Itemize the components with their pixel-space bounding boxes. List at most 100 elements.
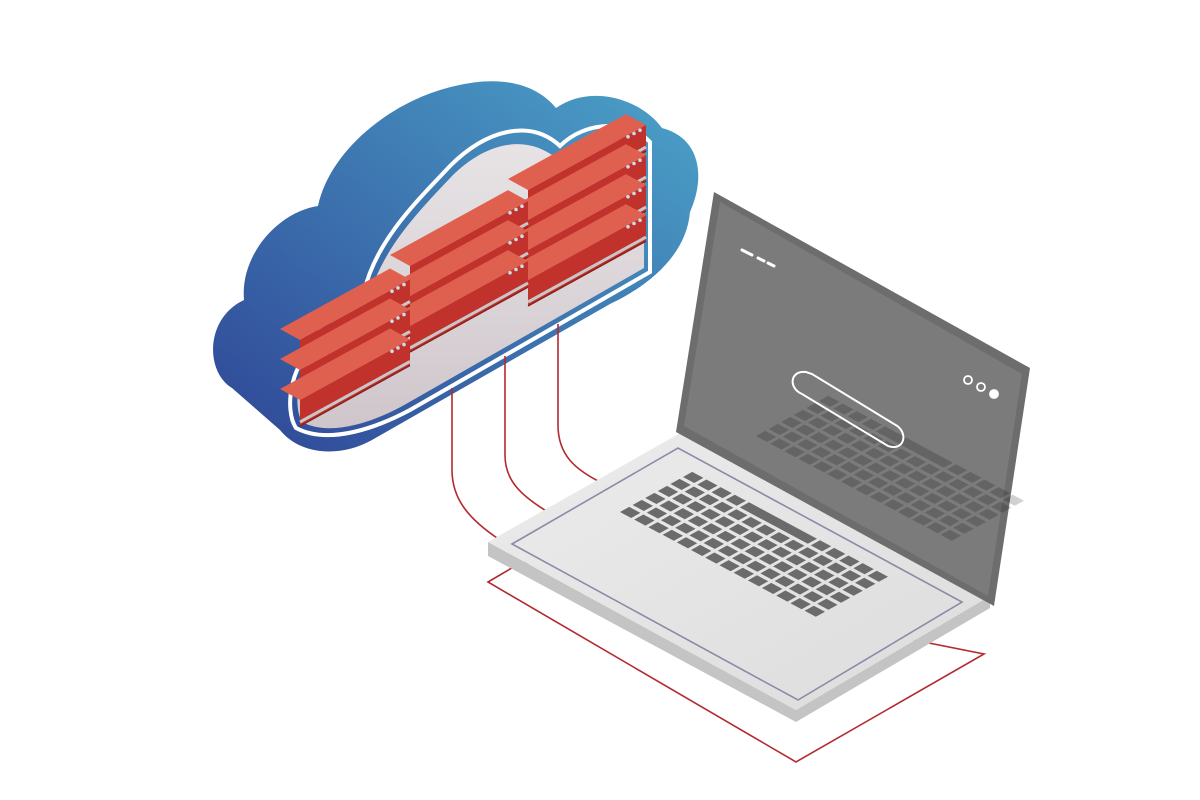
server-top — [280, 268, 410, 340]
server-top — [508, 144, 646, 220]
keyboard-key — [894, 477, 916, 489]
keyboard-key — [684, 486, 705, 498]
keyboard-key — [758, 553, 780, 565]
keyboard-key — [965, 515, 987, 527]
server-top — [508, 114, 646, 190]
keyboard-key — [849, 425, 870, 437]
keyboard-key — [819, 395, 840, 407]
keyboard-key — [646, 507, 668, 519]
keyboard-key — [784, 446, 805, 458]
trackpad-outline — [510, 447, 964, 701]
keyboard-key — [790, 598, 811, 610]
keyboard-key — [808, 417, 829, 429]
keyboard-key — [976, 494, 998, 506]
keyboard-key — [798, 547, 819, 559]
keyboard-key — [839, 555, 860, 567]
keyboard-key — [817, 598, 838, 610]
keyboard-key — [768, 423, 789, 435]
keyboard-key — [781, 416, 802, 428]
keyboard-key — [691, 544, 712, 556]
server-led-icon — [508, 241, 512, 245]
keyboard-key — [875, 426, 953, 468]
keyboard-key — [842, 584, 863, 596]
keyboard-key — [964, 501, 985, 513]
keyboard-key — [891, 448, 912, 460]
server-led-icon — [638, 158, 642, 162]
keyboard-key — [793, 409, 815, 421]
server-led-icon — [626, 195, 630, 199]
server-led-icon — [514, 267, 518, 272]
keyboard-key — [700, 508, 721, 520]
server-led-icon — [402, 282, 406, 287]
keyboard-key — [869, 491, 890, 503]
server-led-icon — [396, 316, 400, 320]
server-unit — [390, 250, 529, 353]
keyboard-key — [657, 485, 679, 497]
keyboard-key — [719, 560, 740, 572]
keyboard-key — [730, 538, 751, 550]
keyboard-key — [762, 582, 783, 594]
keyboard-key — [836, 432, 857, 444]
keyboard-key — [910, 499, 931, 511]
keyboard-key — [771, 546, 792, 558]
keyboard-key — [787, 568, 808, 580]
network-cables — [451, 324, 987, 763]
keyboard-key — [661, 515, 682, 527]
keyboard-key — [632, 499, 653, 511]
keyboard-key — [823, 439, 845, 451]
keyboard-key — [863, 433, 884, 445]
keyboard-key — [784, 539, 805, 551]
keyboard-key — [934, 471, 955, 483]
server-unit — [508, 204, 647, 307]
server-led-icon — [508, 211, 512, 215]
keyboard-key — [757, 539, 778, 551]
keyboard-key — [864, 447, 886, 459]
keyboard-key — [1003, 494, 1024, 506]
server-led-icon — [632, 191, 636, 196]
server-led-icon — [402, 342, 406, 347]
window-control-icon — [963, 375, 973, 385]
server-top — [508, 204, 646, 280]
laptop-base-edge — [488, 542, 990, 722]
keyboard-key — [676, 537, 698, 549]
keyboard-key — [782, 431, 804, 443]
keyboard-key — [728, 523, 750, 535]
cable-left — [451, 388, 501, 541]
keyboard-key — [815, 584, 836, 596]
keyboard-key — [868, 477, 889, 489]
keyboard-key — [861, 418, 882, 430]
keyboard-key — [991, 501, 1012, 513]
server-divider — [527, 235, 647, 304]
keyboard-key — [855, 577, 876, 589]
server-edge — [527, 240, 647, 307]
keyboard-key — [946, 464, 968, 476]
keyboard-key — [803, 591, 824, 603]
server-divider — [409, 281, 529, 350]
keyboard-key — [907, 470, 928, 482]
keyboard-key — [855, 484, 876, 496]
server-led-icon — [508, 271, 512, 275]
keyboard-key — [912, 514, 933, 526]
keyboard-key — [675, 522, 696, 534]
keyboard-key — [686, 501, 707, 513]
server-edge — [299, 364, 411, 427]
server-led-icon — [390, 289, 394, 294]
keyboard-key — [812, 461, 834, 473]
keyboard-key — [746, 560, 767, 572]
server-led-icon — [626, 225, 630, 229]
keyboard-key — [829, 591, 851, 603]
keyboard-key — [825, 454, 846, 466]
keyboard-key — [841, 476, 862, 488]
keyboard-key — [882, 484, 903, 496]
keyboard-key — [795, 424, 816, 436]
keyboard-key — [776, 590, 797, 602]
keyboard-key — [717, 545, 739, 557]
server-top — [508, 174, 646, 250]
keyboard-key — [620, 506, 641, 518]
keyboard-key — [939, 515, 960, 527]
keyboard-key — [950, 493, 971, 505]
server-top — [390, 190, 528, 266]
keyboard-key — [827, 468, 848, 480]
server-led-icon — [514, 237, 518, 242]
keyboard-key — [769, 532, 791, 544]
